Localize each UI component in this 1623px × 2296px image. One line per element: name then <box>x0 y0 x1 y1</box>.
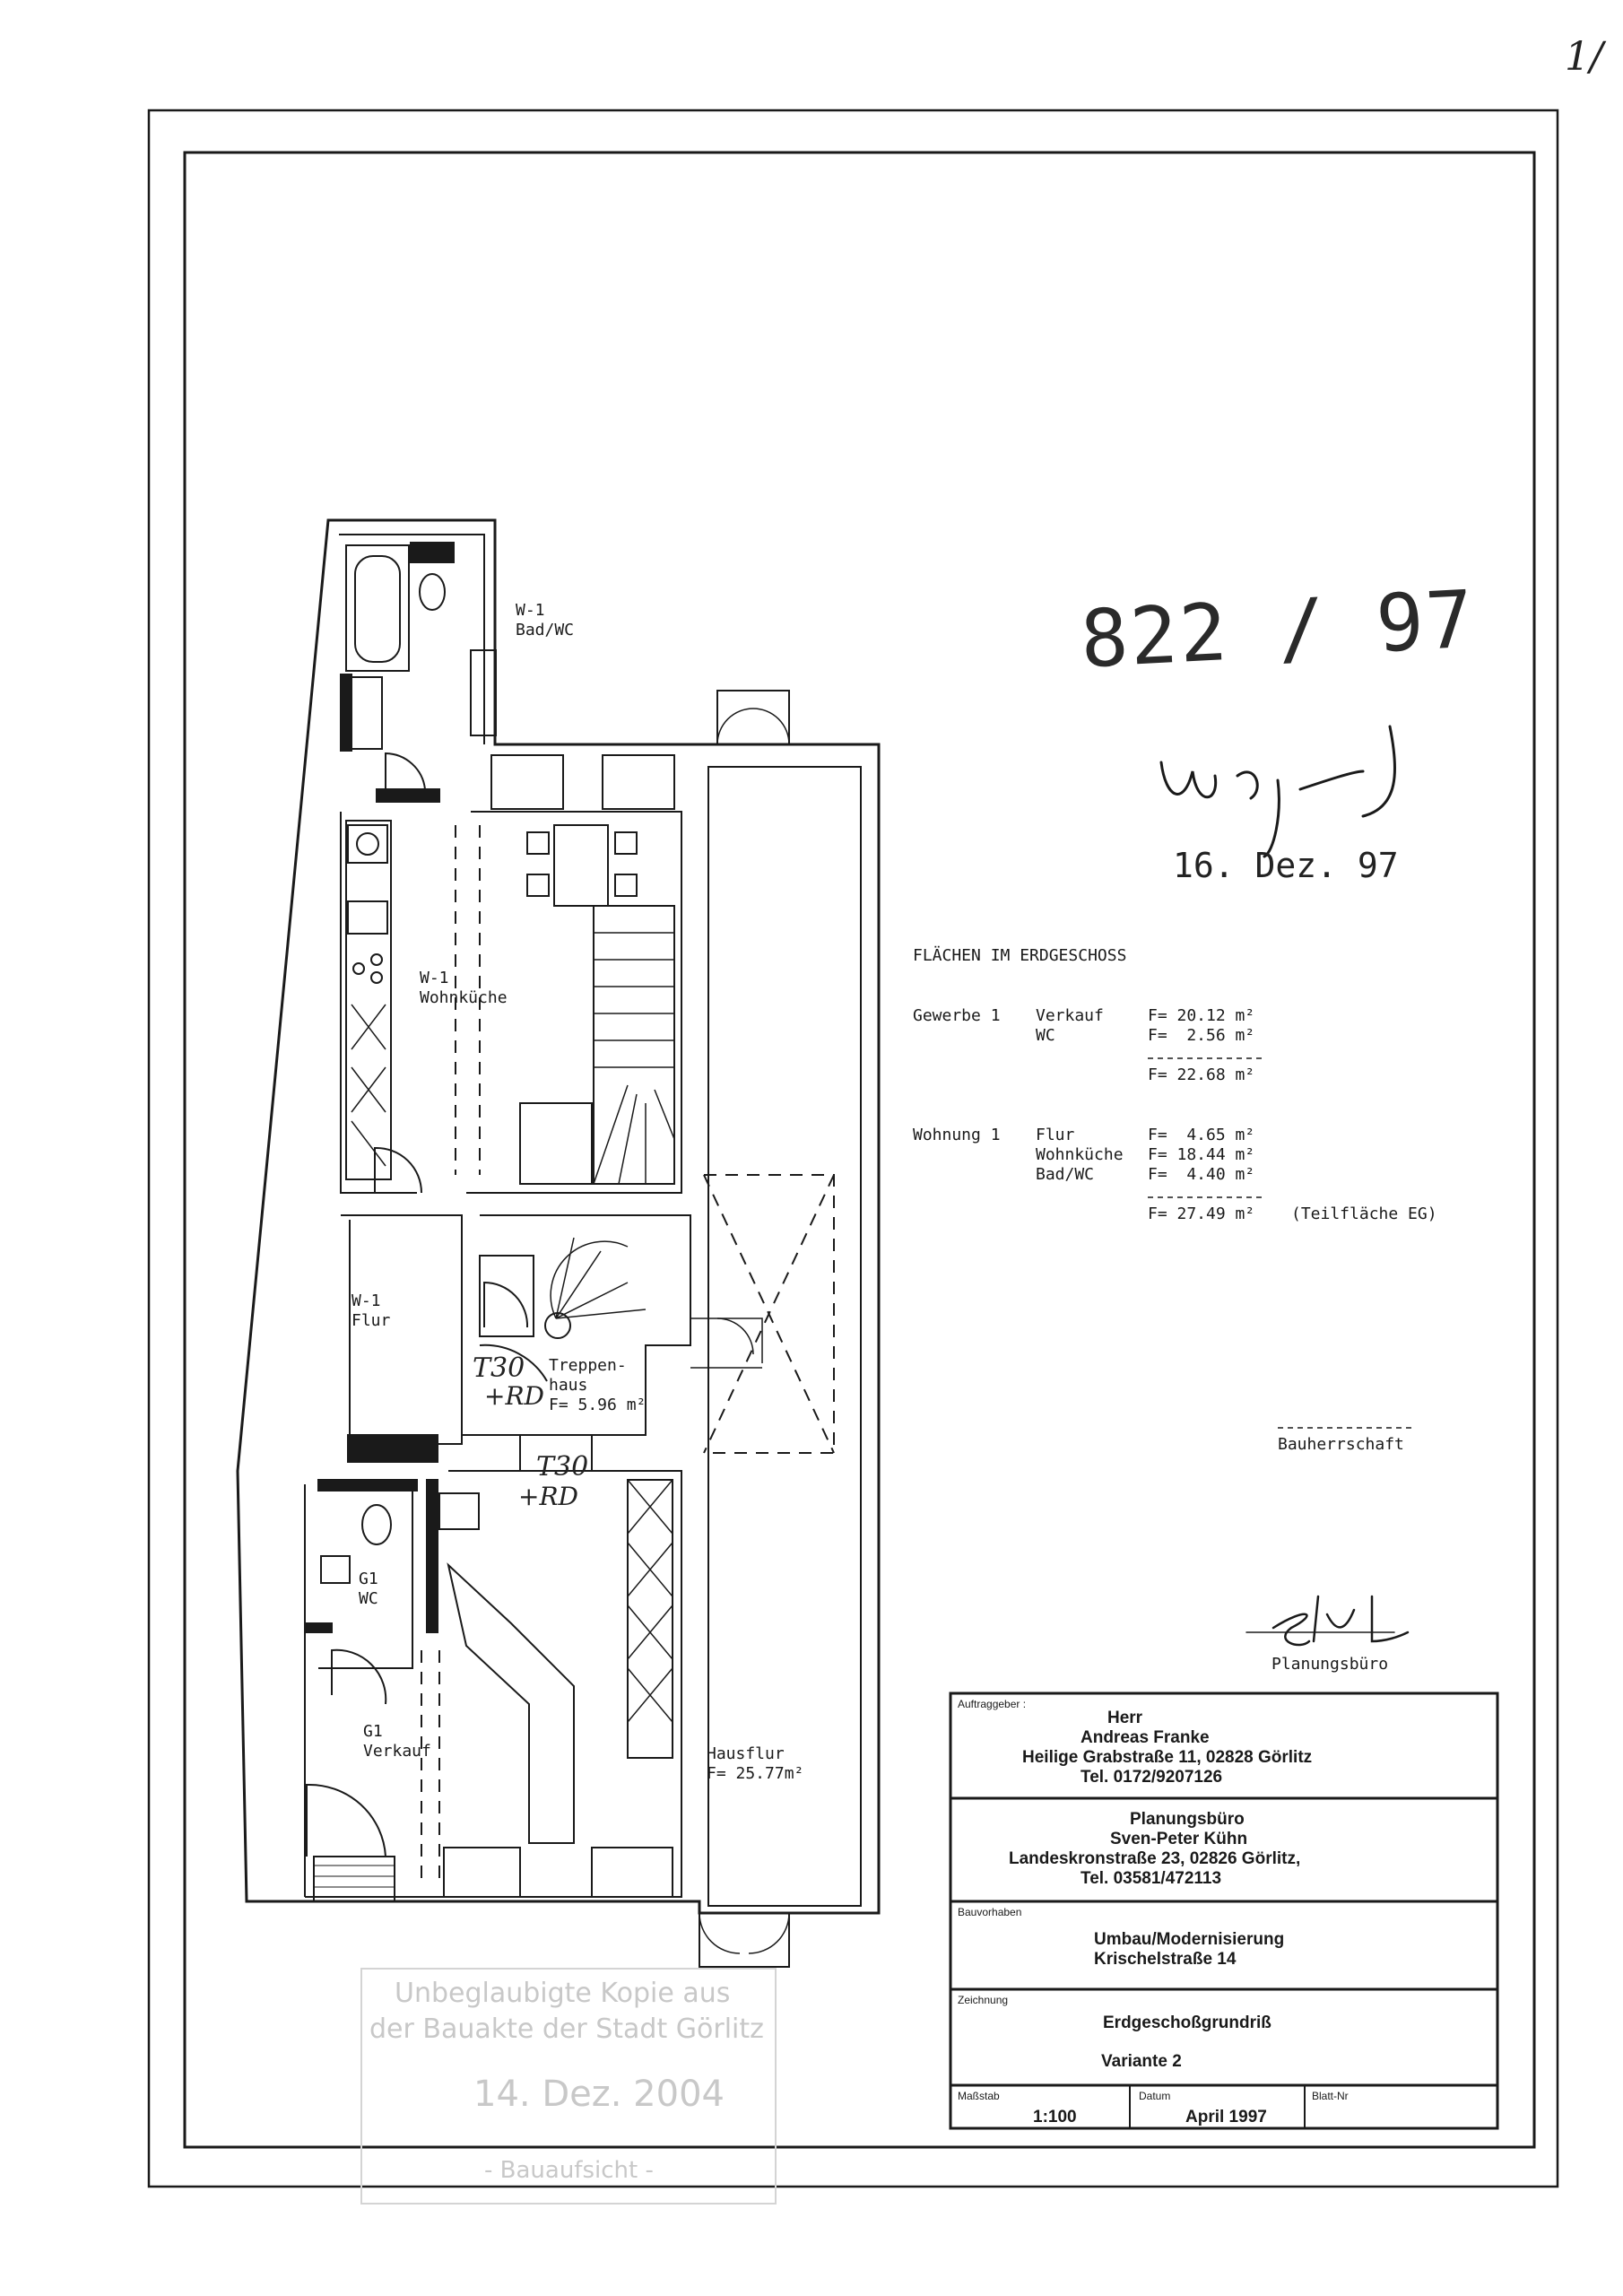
areas-g-total: F= 22.68 m² <box>1148 1065 1255 1084</box>
planungsbuero-caption: Planungsbüro <box>1271 1655 1389 1674</box>
tb-drawing-2: Variante 2 <box>1101 2052 1182 2071</box>
tb-blatt-label: Blatt-Nr <box>1312 2090 1349 2102</box>
date-stamp: 16. Dez. 97 <box>1173 846 1399 885</box>
areas-w-flur: Flur <box>1036 1126 1075 1144</box>
room-wc-name: G1 <box>359 1570 378 1588</box>
room-treppenhaus-label-2: haus <box>549 1376 588 1395</box>
tb-massstab: 1:100 <box>1033 2108 1077 2126</box>
room-bad-name: W-1 <box>516 601 545 620</box>
title-block-frame <box>949 1692 1499 2130</box>
tb-client-1: Herr <box>1107 1709 1143 1727</box>
areas-g-verkauf-value: F= 20.12 m² <box>1148 1006 1255 1025</box>
room-bad-label: Bad/WC <box>516 621 575 639</box>
areas-g-verkauf: Verkauf <box>1036 1006 1104 1025</box>
areas-g-wc-value: F= 2.56 m² <box>1148 1026 1255 1045</box>
room-flur-name: W-1 <box>352 1292 381 1310</box>
room-hausflur-area: F= 25.77m² <box>707 1764 804 1783</box>
room-verkauf-name: G1 <box>363 1722 383 1741</box>
inspector-signature <box>1159 725 1397 858</box>
room-treppenhaus-label: Treppen- <box>549 1356 627 1375</box>
tb-auftraggeber-label: Auftraggeber : <box>958 1698 1027 1710</box>
tb-project-2: Krischelstraße 14 <box>1094 1950 1237 1969</box>
areas-w-bad-value: F= 4.40 m² <box>1148 1165 1255 1184</box>
tb-office-1: Planungsbüro <box>1130 1810 1245 1829</box>
tb-office-2: Sven-Peter Kühn <box>1110 1830 1248 1848</box>
tb-drawing-1: Erdgeschoßgrundriß <box>1103 2013 1271 2032</box>
fire-door-mark-b: T30 <box>536 1451 589 1483</box>
tb-massstab-label: Maßstab <box>958 2090 1000 2102</box>
outer-frame <box>147 109 1559 2188</box>
room-kueche-name: W-1 <box>420 969 449 987</box>
areas-gewerbe: Gewerbe 1 <box>913 1006 1001 1025</box>
inner-frame <box>183 151 1536 2149</box>
bauherrschaft-caption: Bauherrschaft <box>1278 1435 1404 1454</box>
tb-zeichnung-label: Zeichnung <box>958 1994 1009 2006</box>
room-treppenhaus-area: F= 5.96 m² <box>549 1396 647 1414</box>
tb-datum-label: Datum <box>1139 2090 1171 2102</box>
copy-stamp-line-2: der Bauakte der Stadt Görlitz <box>369 2013 764 2045</box>
areas-w-note: (Teilfläche EG) <box>1291 1205 1437 1223</box>
areas-wohnung: Wohnung 1 <box>913 1126 1001 1144</box>
room-kueche-label: Wohnküche <box>420 988 508 1007</box>
areas-w-bad: Bad/WC <box>1036 1165 1095 1184</box>
tb-bauvorhaben-label: Bauvorhaben <box>958 1906 1022 1918</box>
room-flur-label: Flur <box>352 1311 391 1330</box>
areas-w-kueche: Wohnküche <box>1036 1145 1124 1164</box>
tb-client-3: Heilige Grabstraße 11, 02828 Görlitz <box>1022 1748 1313 1767</box>
building-outline <box>236 518 881 1915</box>
tb-office-3: Landeskronstraße 23, 02826 Görlitz, <box>1009 1849 1301 1868</box>
areas-title: FLÄCHEN IM ERDGESCHOSS <box>913 946 1127 965</box>
fire-door-rd-a: +RD <box>484 1381 544 1411</box>
tb-client-4: Tel. 0172/9207126 <box>1081 1768 1223 1787</box>
planner-signature <box>1271 1595 1410 1647</box>
areas-g-wc: WC <box>1036 1026 1055 1045</box>
copy-stamp-line-1: Unbeglaubigte Kopie aus <box>395 1978 731 2009</box>
fire-door-rd-b: +RD <box>518 1482 578 1511</box>
copy-stamp-footer: - Bauaufsicht - <box>484 2157 654 2184</box>
areas-w-total: F= 27.49 m² <box>1148 1205 1255 1223</box>
tb-client-2: Andreas Franke <box>1081 1728 1210 1747</box>
tb-office-4: Tel. 03581/472113 <box>1081 1869 1222 1888</box>
tb-project-1: Umbau/Modernisierung <box>1094 1930 1285 1949</box>
areas-w-kueche-value: F= 18.44 m² <box>1148 1145 1255 1164</box>
room-wc-label: WC <box>359 1589 378 1608</box>
copy-stamp-frame <box>360 1968 777 2205</box>
room-verkauf-label: Verkauf <box>363 1742 431 1761</box>
room-hausflur-label: Hausflur <box>707 1744 785 1763</box>
fire-door-mark-a: T30 <box>473 1352 525 1384</box>
areas-w-flur-value: F= 4.65 m² <box>1148 1126 1255 1144</box>
tb-datum: April 1997 <box>1185 2108 1267 2126</box>
sheet-number-mark: 1/ <box>1565 34 1603 80</box>
copy-stamp-date: 14. Dez. 2004 <box>473 2074 725 2115</box>
